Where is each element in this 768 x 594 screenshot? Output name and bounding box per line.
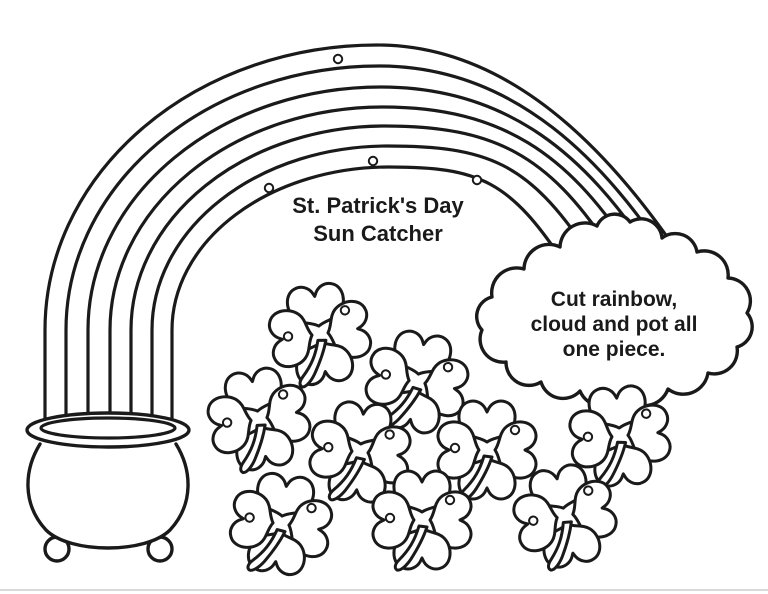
shamrock bbox=[223, 467, 338, 582]
rainbow-stripe-4 bbox=[108, 105, 630, 436]
title-line-1: St. Patrick's Day bbox=[292, 193, 464, 218]
rainbow bbox=[43, 43, 692, 436]
shamrock bbox=[371, 469, 473, 572]
page-title: St. Patrick's Day Sun Catcher bbox=[292, 193, 464, 246]
title-line-2: Sun Catcher bbox=[313, 221, 443, 246]
hanging-hole-left bbox=[263, 182, 275, 194]
shamrock bbox=[263, 277, 378, 392]
pot-rim-inner bbox=[39, 416, 177, 440]
hanging-holes bbox=[263, 53, 483, 194]
hanging-hole-middle bbox=[367, 155, 379, 167]
rainbow-stripe-1 bbox=[43, 43, 692, 436]
cloud: Cut rainbow, cloud and pot all one piece… bbox=[475, 212, 754, 408]
pot-body bbox=[26, 442, 190, 550]
cloud-note-line-3: one piece. bbox=[563, 338, 666, 361]
pot-of-gold bbox=[25, 411, 191, 563]
page-edge-shadow bbox=[0, 589, 768, 591]
rainbow-stripe-5 bbox=[129, 124, 610, 436]
cloud-note-line-2: cloud and pot all bbox=[531, 313, 698, 336]
rainbow-stripe-2 bbox=[64, 64, 670, 436]
hanging-hole-right bbox=[471, 174, 483, 186]
hanging-hole-top bbox=[332, 53, 344, 65]
cloud-outline bbox=[475, 212, 754, 408]
rainbow-stripe-6 bbox=[150, 144, 590, 436]
rainbow-stripe-3 bbox=[86, 85, 650, 436]
rainbow-stripe-7 bbox=[170, 165, 568, 436]
cloud-note-line-1: Cut rainbow, bbox=[551, 288, 677, 311]
